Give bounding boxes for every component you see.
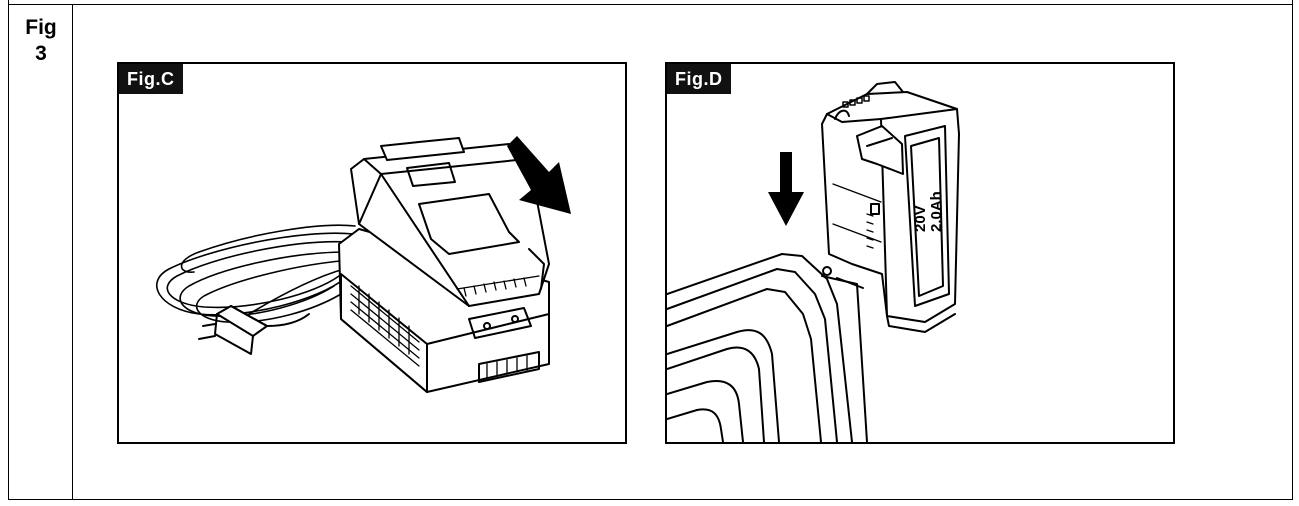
power-cord: [156, 224, 356, 328]
battery-label: 20V 2.0Ah: [912, 191, 945, 232]
arrow-down-icon: [768, 152, 804, 226]
panel-fig-d: Fig.D: [665, 62, 1175, 444]
battery-voltage-text: 20V: [912, 205, 929, 232]
tool-handle: [667, 253, 868, 442]
battery-capacity-text: 2.0Ah: [928, 191, 945, 232]
figure-label-word: Fig: [25, 16, 57, 39]
figure-label-cell: Fig 3: [9, 5, 73, 499]
table-top-border: [9, 4, 1292, 5]
battery-pack: [350, 137, 550, 307]
panel-tag-fig-d: Fig.D: [667, 64, 731, 94]
arrow-down-right-icon: [507, 136, 571, 214]
panel-tag-fig-c: Fig.C: [119, 64, 183, 94]
power-plug: [198, 305, 310, 355]
figure-label-number: 3: [35, 42, 47, 65]
battery-pack: [821, 81, 960, 333]
panel-fig-c: Fig.C: [117, 62, 627, 444]
charger-illustration: [156, 136, 571, 393]
tool-battery-illustration: 20V 2.0Ah: [667, 81, 960, 442]
figure-label: Fig 3: [9, 15, 73, 67]
figure-table: Fig 3: [8, 0, 1293, 500]
